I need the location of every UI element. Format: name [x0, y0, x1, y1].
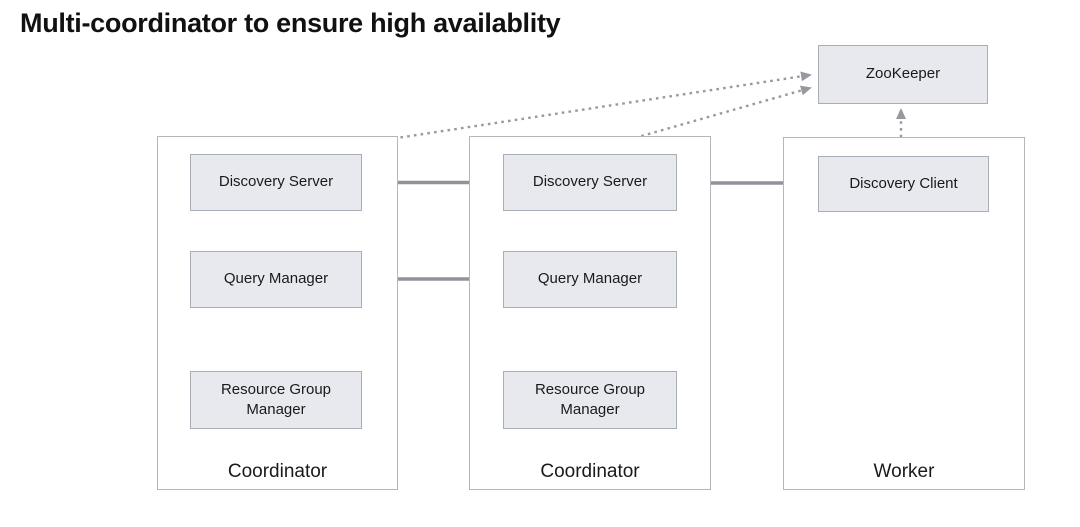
page-title: Multi-coordinator to ensure high availab…	[20, 8, 561, 38]
discovery-server-1-box: Discovery Server	[190, 154, 362, 211]
resource-group-manager-2-label: Resource Group Manager	[534, 380, 646, 418]
query-manager-1-box: Query Manager	[190, 251, 362, 308]
discovery-server-2-box: Discovery Server	[503, 154, 677, 211]
resource-group-manager-1-label: Resource Group Manager	[220, 380, 332, 418]
resource-group-manager-2-box: Resource Group Manager	[503, 371, 677, 429]
coordinator-1-label: Coordinator	[227, 461, 328, 482]
discovery-client-box: Discovery Client	[818, 156, 989, 212]
query-manager-2-label: Query Manager	[537, 270, 643, 288]
discovery-client-label: Discovery Client	[849, 174, 958, 192]
zookeeper-box: ZooKeeper	[818, 45, 988, 104]
worker-label: Worker	[873, 461, 935, 482]
discovery-server-1-label: Discovery Server	[218, 173, 334, 191]
resource-group-manager-1-box: Resource Group Manager	[190, 371, 362, 429]
query-manager-1-label: Query Manager	[223, 270, 329, 288]
coordinator-2-label: Coordinator	[540, 461, 640, 482]
zookeeper-label: ZooKeeper	[865, 65, 941, 83]
discovery-server-2-label: Discovery Server	[532, 173, 648, 191]
query-manager-2-box: Query Manager	[503, 251, 677, 308]
